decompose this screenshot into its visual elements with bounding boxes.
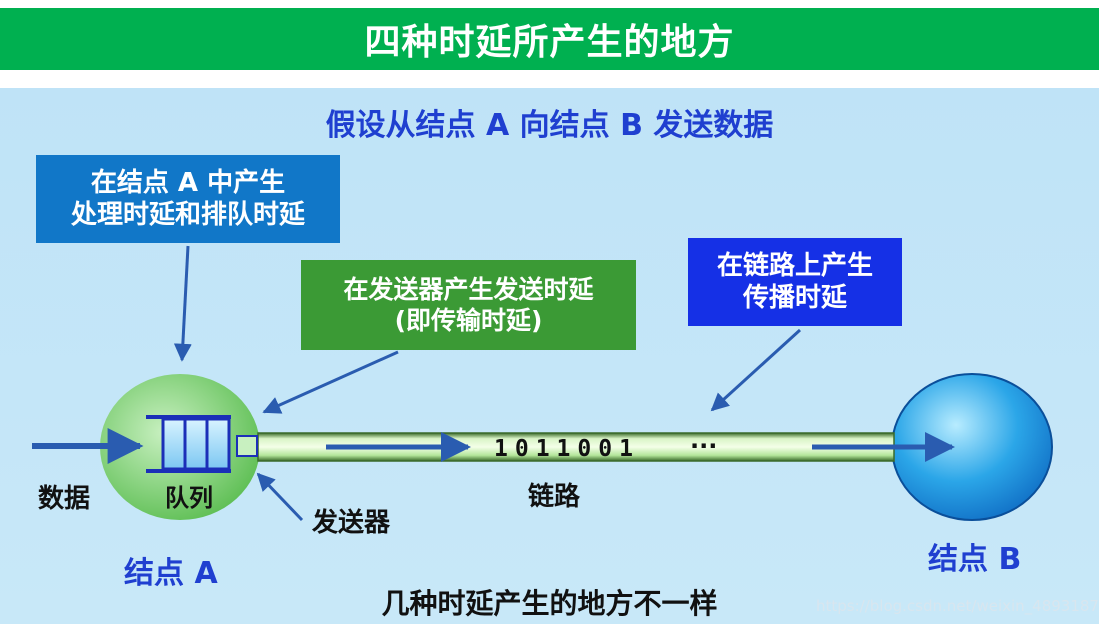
node-b-label: 结点 B: [928, 542, 1022, 577]
node-a-callout-line1: 在结点 A 中产生: [90, 167, 286, 198]
link-label: 链路: [528, 482, 581, 512]
transmitter-delay-callout: 在发送器产生发送时延 (即传输时延): [301, 260, 636, 350]
footer-caption: 几种时延产生的地方不一样: [381, 587, 718, 620]
link-callout-line1: 在链路上产生: [716, 250, 873, 281]
transmitter-label-arrow: [256, 472, 304, 522]
data-label: 数据: [38, 484, 91, 514]
diagram-subtitle: 假设从结点 A 向结点 B 发送数据: [325, 108, 774, 143]
link-delay-callout: 在链路上产生 传播时延: [688, 238, 902, 326]
bit-ellipsis: ···: [690, 432, 718, 460]
transmitter-label: 发送器: [312, 508, 391, 538]
transmitter-callout-line1: 在发送器产生发送时延: [343, 274, 594, 304]
watermark: https://blog.csdn.net/weixin_48931875: [816, 597, 1099, 615]
link-callout-line2: 传播时延: [742, 283, 847, 313]
transmitter-icon: [236, 435, 258, 457]
node-a-callout-arrow: [173, 245, 192, 362]
bit-sequence: 1011001: [494, 436, 640, 462]
transmitter-callout-line2: (即传输时延): [394, 306, 543, 335]
queue-icon: [146, 415, 231, 473]
link-callout-arrow: [710, 328, 802, 412]
node-a-delay-callout: 在结点 A 中产生 处理时延和排队时延: [36, 155, 340, 243]
node-a-label: 结点 A: [124, 556, 218, 591]
node-a-callout-line2: 处理时延和排队时延: [70, 200, 305, 230]
transmitter-callout-arrow: [262, 350, 399, 414]
page-title: 四种时延所产生的地方: [0, 8, 1099, 70]
queue-label: 队列: [165, 484, 213, 512]
